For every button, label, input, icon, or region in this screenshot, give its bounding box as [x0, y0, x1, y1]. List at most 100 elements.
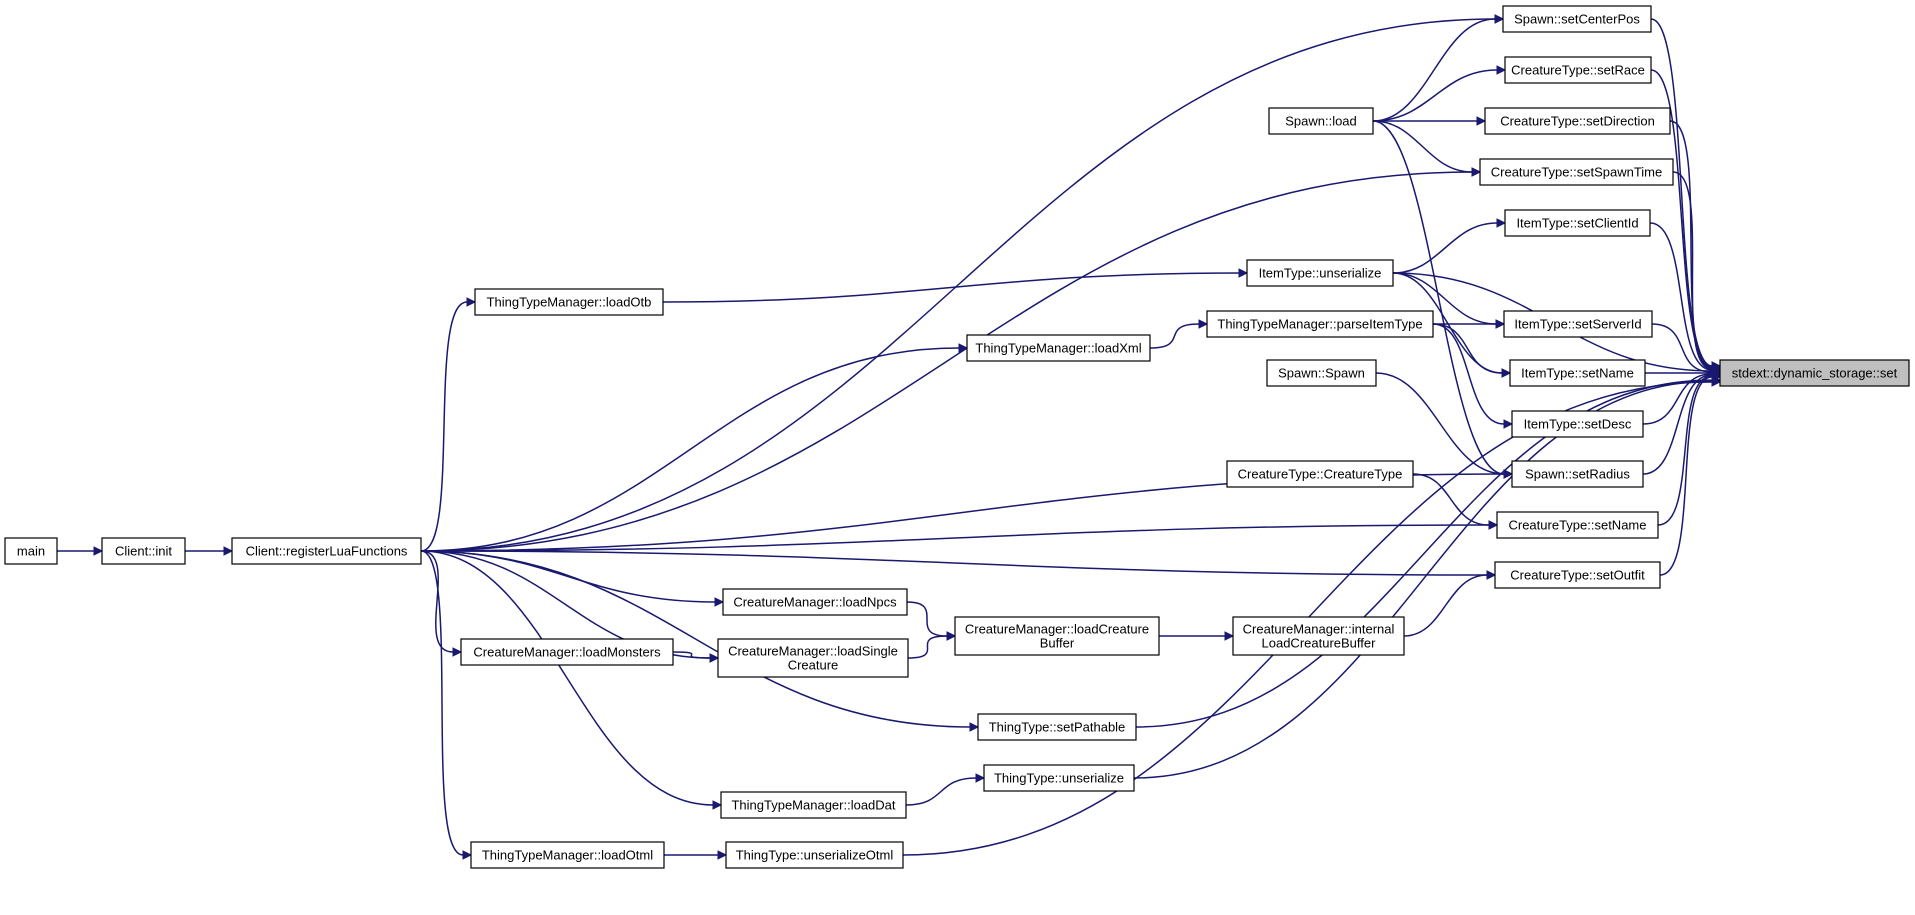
node-ttm-loadotml[interactable]: ThingTypeManager::loadOtml [470, 841, 665, 869]
edge-register-lua-to-ttm-loadxml [420, 343, 969, 552]
node-ct-setspawntime[interactable]: CreatureType::setSpawnTime [1479, 158, 1674, 186]
edge-arrowhead [714, 597, 725, 607]
node-box [720, 791, 907, 819]
edge-line [1642, 373, 1713, 425]
node-ttm-loadotb[interactable]: ThingTypeManager::loadOtb [474, 288, 664, 316]
node-ct-setname[interactable]: CreatureType::setName [1496, 511, 1659, 539]
nodes-layer: main Client::init Client::registerLuaFunct… [4, 5, 1910, 869]
edge-line [1372, 120, 1473, 173]
node-it-setserverid[interactable]: ItemType::setServerId [1503, 310, 1653, 338]
node-cm-loadmonsters[interactable]: CreatureManager::loadMonsters [460, 638, 674, 666]
edge-ct-setname-to-target [1657, 371, 1722, 526]
edge-spawn-load-to-ct-setrace [1372, 65, 1507, 122]
node-tt-setpathable[interactable]: ThingType::setPathable [977, 713, 1137, 741]
edge-arrowhead [958, 343, 969, 353]
edge-arrowhead [1476, 116, 1487, 126]
node-ttm-loaddat[interactable]: ThingTypeManager::loadDat [720, 791, 907, 819]
edge-spawn-load-to-ct-setspawntime [1372, 120, 1482, 177]
node-spawn-spawn[interactable]: Spawn::Spawn [1266, 359, 1377, 387]
node-box [1496, 511, 1659, 539]
node-ttm-parseitemtype[interactable]: ThingTypeManager::parseItemType [1206, 310, 1434, 338]
node-ct-setrace[interactable]: CreatureType::setRace [1504, 56, 1652, 84]
node-tt-unserialize[interactable]: ThingType::unserialize [983, 764, 1135, 792]
edge-line [1642, 374, 1713, 475]
edge-line [1649, 222, 1713, 371]
node-label: stdext::dynamic_storage::set [1732, 366, 1898, 381]
node-box [231, 537, 422, 565]
node-it-unserialize[interactable]: ItemType::unserialize [1246, 259, 1394, 287]
edge-line [420, 550, 714, 806]
node-cm-loadnpcs[interactable]: CreatureManager::loadNpcs [722, 588, 908, 616]
node-ct-creaturetype[interactable]: CreatureType::CreatureType [1226, 460, 1414, 488]
edge-arrowhead [1496, 65, 1507, 75]
node-ct-setdirection[interactable]: CreatureType::setDirection [1484, 107, 1671, 135]
edge-line [1650, 18, 1713, 367]
edge-arrowhead [1488, 520, 1499, 530]
edge-client-init-to-register-lua [185, 546, 234, 556]
node-box [1503, 310, 1653, 338]
node-label: ThingTypeManager::loadDat [731, 798, 895, 813]
edge-line [420, 301, 468, 552]
edge-ct-setoutfit-to-target [1659, 372, 1722, 576]
node-label: Spawn::setCenterPos [1514, 12, 1640, 27]
node-cm-internalload[interactable]: CreatureManager::internalLoadCreatureBuf… [1232, 616, 1405, 656]
node-spawn-setradius[interactable]: Spawn::setRadius [1511, 460, 1644, 488]
edge-line [420, 550, 1488, 576]
edge-arrowhead [223, 546, 234, 556]
node-it-setname[interactable]: ItemType::setName [1509, 359, 1646, 387]
node-label: CreatureType::setName [1508, 518, 1646, 533]
edge-arrowhead [93, 546, 104, 556]
node-register-lua[interactable]: Client::registerLuaFunctions [231, 537, 422, 565]
node-box [1266, 359, 1377, 387]
edge-ttm-loadxml-to-ttm-parseitemtype [1149, 319, 1209, 349]
node-box [470, 841, 665, 869]
edge-line [672, 651, 711, 659]
node-label: CreatureManager::loadCreature [965, 622, 1149, 637]
edge-arrowhead [1494, 14, 1505, 24]
node-label: Spawn::load [1285, 114, 1357, 129]
node-spawn-setcenterpos[interactable]: Spawn::setCenterPos [1502, 5, 1652, 33]
node-box [1206, 310, 1434, 338]
edge-line [420, 550, 716, 603]
node-label: Client::registerLuaFunctions [246, 544, 408, 559]
edge-line [1412, 473, 1490, 526]
edge-register-lua-to-ttm-loadotb [420, 297, 477, 552]
node-ttm-loadxml[interactable]: ThingTypeManager::loadXml [966, 334, 1151, 362]
edge-line [1651, 323, 1713, 373]
node-box [1511, 460, 1644, 488]
edge-arrowhead [1198, 319, 1209, 329]
edge-cm-internalload-to-ct-setoutfit [1403, 570, 1497, 637]
node-main[interactable]: main [4, 537, 58, 565]
node-it-setdesc[interactable]: ItemType::setDesc [1511, 410, 1644, 438]
node-target[interactable]: stdext::dynamic_storage::set [1719, 359, 1910, 387]
edge-ttm-parseitemtype-to-it-setdesc [1432, 323, 1514, 429]
node-spawn-load[interactable]: Spawn::load [1268, 107, 1374, 135]
node-label: CreatureType::CreatureType [1238, 467, 1403, 482]
edge-line [1133, 380, 1713, 779]
node-tt-unserializeotml[interactable]: ThingType::unserializeOtml [725, 841, 904, 869]
edge-line [1372, 18, 1496, 122]
node-box [966, 334, 1151, 362]
node-label: main [17, 544, 45, 559]
edge-line [1392, 222, 1498, 274]
node-client-init[interactable]: Client::init [101, 537, 186, 565]
node-box [1494, 561, 1661, 589]
edge-ttm-parseitemtype-to-it-setname [1432, 323, 1512, 378]
node-it-setclientid[interactable]: ItemType::setClientId [1504, 209, 1651, 237]
node-ct-setoutfit[interactable]: CreatureType::setOutfit [1494, 561, 1661, 589]
node-box [983, 764, 1135, 792]
edge-cm-loadmonsters-to-cm-loadsinglecreature [672, 651, 720, 663]
node-label: ThingType::unserialize [994, 771, 1124, 786]
edge-ttm-loadotb-to-it-unserialize [662, 268, 1249, 303]
node-label: ItemType::setDesc [1524, 417, 1632, 432]
edge-cm-loadcreaturebuffer-to-cm-internalload [1159, 631, 1235, 641]
edge-line [1135, 379, 1713, 728]
edge-register-lua-to-ct-setoutfit [420, 550, 1497, 580]
edge-register-lua-to-ttm-loaddat [420, 550, 723, 810]
node-box [460, 638, 674, 666]
node-box [1509, 359, 1646, 387]
node-label: ThingType::unserializeOtml [736, 848, 894, 863]
node-label: ThingType::setPathable [989, 720, 1126, 735]
